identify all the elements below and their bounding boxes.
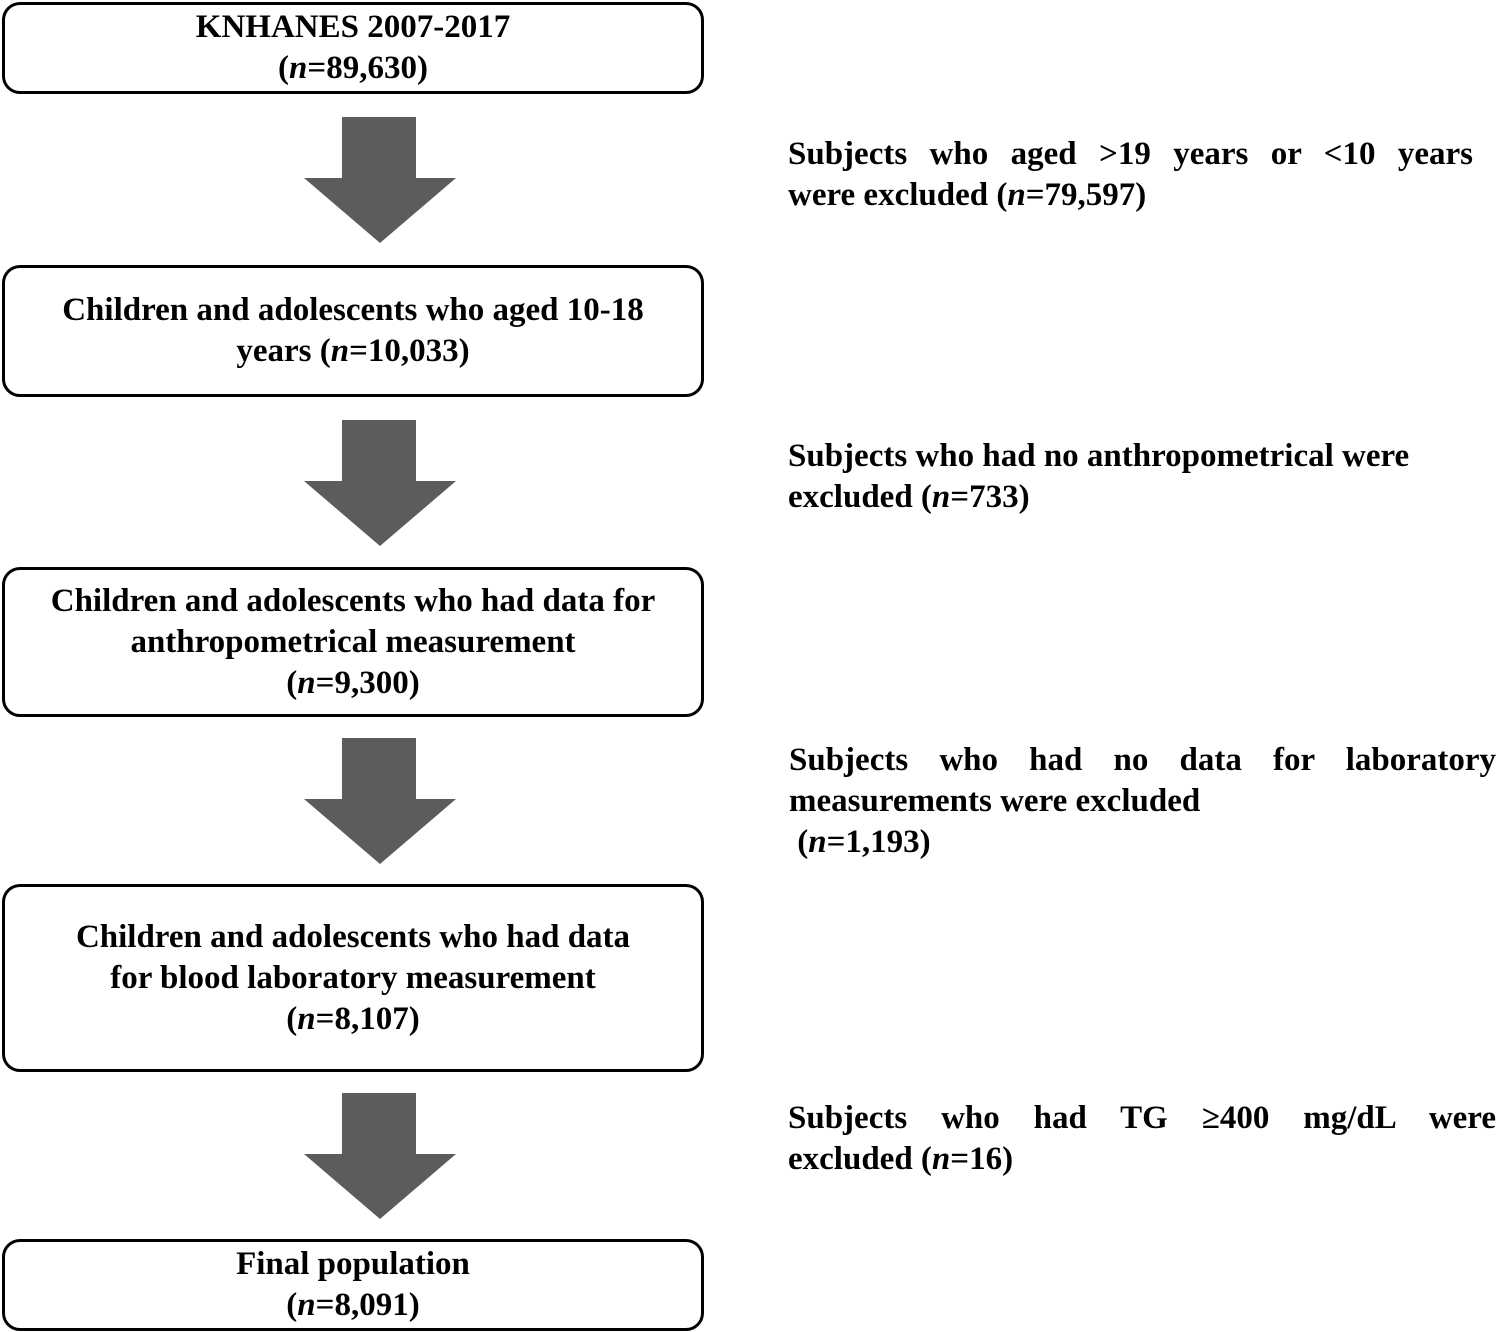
flow-box-knhanes: KNHANES 2007-2017 (n=89,630) (2, 2, 704, 94)
exclusion-note-anthropometric: Subjects who had no anthropometrical wer… (788, 438, 1410, 515)
exclusion-note-triglycerides: Subjects who had TG ≥400 mg/dL were excl… (788, 1100, 1496, 1177)
exclusion-note-age: Subjects who aged >19 years or <10 years… (788, 136, 1473, 213)
box-title: Children and adolescents who had data fo… (50, 582, 656, 619)
box-title: Final population (236, 1246, 470, 1282)
down-arrow-icon (304, 420, 456, 546)
down-arrow-icon (304, 738, 456, 864)
down-arrow-icon (304, 1093, 456, 1219)
box-count: (n=9,300) (286, 664, 420, 701)
box-count: (n=89,630) (278, 50, 428, 86)
flow-box-blood-laboratory: Children and adolescents who had data fo… (2, 884, 704, 1072)
flow-box-aged-10-18: Children and adolescents who aged 10-18 … (2, 265, 704, 397)
box-title: KNHANES 2007-2017 (195, 9, 511, 45)
box-title: for blood laboratory measurement (110, 959, 596, 996)
flow-box-anthropometric-data: Children and adolescents who had data fo… (2, 567, 704, 717)
flow-box-final-population: Final population (n=8,091) (2, 1239, 704, 1331)
exclusion-note-laboratory: Subjects who had no data for laboratory … (789, 742, 1496, 860)
box-count: years (n=10,033) (236, 333, 470, 369)
box-count: (n=8,091) (286, 1287, 420, 1323)
box-title: Children and adolescents who aged 10-18 (62, 292, 644, 328)
box-count: (n=8,107) (286, 1000, 420, 1037)
down-arrow-icon (304, 117, 456, 243)
box-title: Children and adolescents who had data (75, 918, 631, 955)
box-title: anthropometrical measurement (130, 623, 576, 660)
